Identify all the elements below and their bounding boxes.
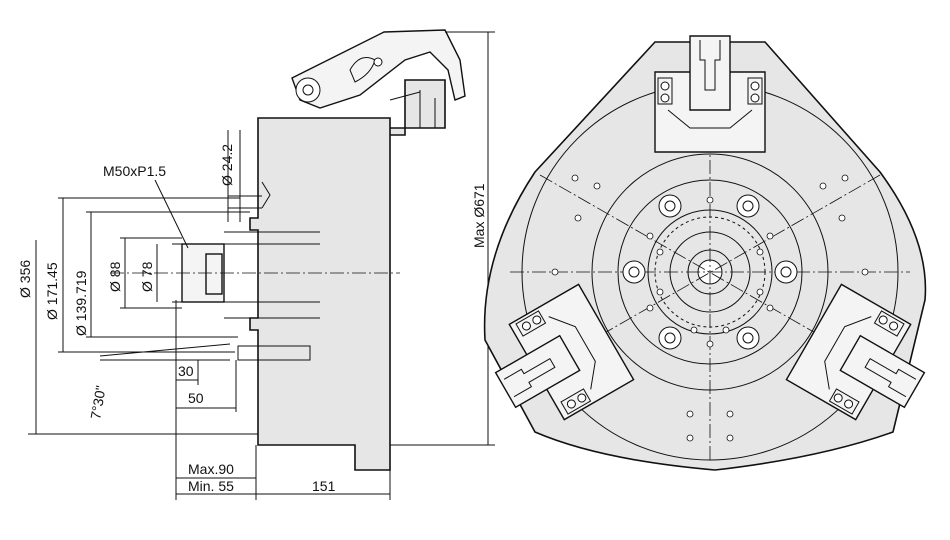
thread-label: M50xP1.5: [103, 163, 166, 179]
dim-50: 50: [188, 390, 204, 406]
dim-88: Ø 88: [107, 261, 123, 292]
dim-356: Ø 356: [17, 260, 33, 298]
dim-max-671: Max Ø671: [471, 183, 487, 248]
dim-angle: 7°30": [87, 384, 109, 420]
dim-171-45: Ø 171.45: [44, 262, 60, 320]
jaw-top: [654, 35, 766, 153]
chuck-body-section: [249, 79, 446, 471]
dim-151: 151: [312, 478, 336, 494]
dim-30: 30: [178, 363, 194, 379]
jaw-clamp: [291, 29, 466, 109]
dim-24-2: Ø 24.2: [219, 144, 235, 186]
jaw-bottom-left: [494, 283, 635, 421]
dim-78: Ø 78: [139, 261, 155, 292]
jaw-bottom-right: [785, 283, 926, 421]
front-view: [483, 35, 927, 471]
dim-139-719: Ø 139.719: [73, 270, 89, 336]
dim-max-90: Max.90: [188, 461, 234, 477]
side-view: Ø 24.2 M50xP1.5 Ø 356 Ø 171.45 Ø 139.719…: [17, 29, 495, 500]
dim-min-55: Min. 55: [188, 478, 234, 494]
